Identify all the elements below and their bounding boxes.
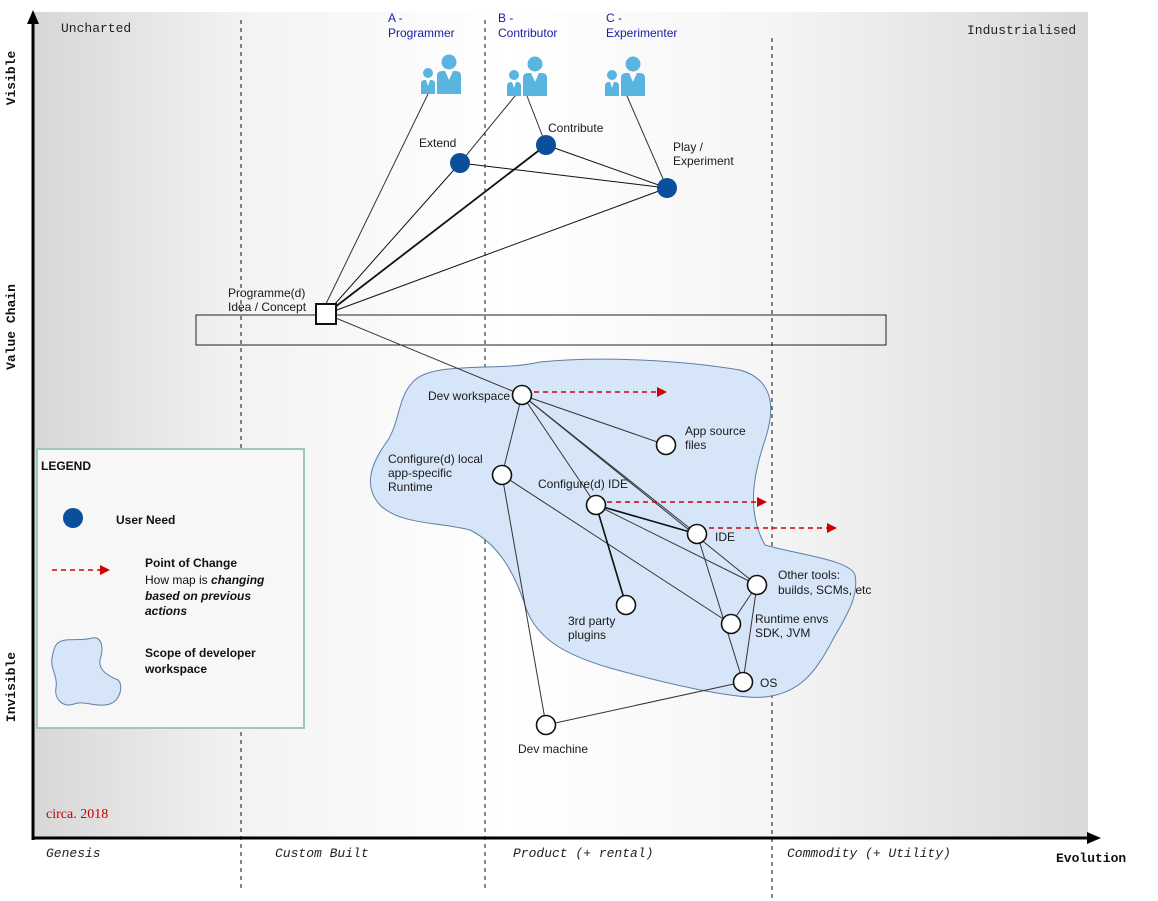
stage-custom-built: Custom Built [275,846,369,861]
concept-label-1: Programme(d) [228,286,305,300]
node-os[interactable] [732,671,754,693]
legend-title: LEGEND [41,459,91,473]
node-dev-workspace[interactable] [511,384,533,406]
node-plugins[interactable] [615,594,637,616]
node-runtime-envs[interactable] [720,613,742,635]
role-a-letter: A - [388,11,403,25]
label-other-tools-2: builds, SCMs, etc [778,583,871,597]
label-plugins-1: 3rd party [568,614,615,628]
legend-poc-line1: How map is changing [145,573,265,587]
label-runtime-envs-2: SDK, JVM [755,626,810,640]
node-other-tools[interactable] [746,574,768,596]
legend-scope-line2: workspace [144,662,207,676]
need-label-extend: Extend [419,136,456,150]
label-app-source-2: files [685,438,706,452]
legend-poc-line1-b: changing [211,573,265,587]
legend-need-icon [63,508,83,528]
y-axis-arrow [27,10,39,24]
legend-user-need: User Need [116,513,175,527]
role-b-letter: B - [498,11,513,25]
y-axis-label: Value Chain [4,284,19,370]
x-axis-arrow [1087,832,1101,844]
concept-label-2: Idea / Concept [228,300,307,314]
concept-band [195,314,887,346]
node-runtime[interactable] [491,464,513,486]
stage-commodity: Commodity (+ Utility) [787,846,951,861]
legend-poc-line1-a: How map is [145,573,211,587]
label-runtime-2: app-specific [388,466,452,480]
node-configured-ide[interactable] [585,494,607,516]
workspace-scope-blob [370,358,857,698]
y-top-label: Visible [4,50,19,105]
label-configured-ide: Configure(d) IDE [538,477,628,491]
legend-poc-line2: based on previous [145,589,251,603]
legend-scope-icon [51,637,122,706]
legend-poc-line3: actions [145,604,187,618]
label-app-source-1: App source [685,424,746,438]
need-node-contribute[interactable] [536,135,556,155]
x-axis-label: Evolution [1056,851,1126,866]
circa-label: circa. 2018 [46,807,108,822]
label-os: OS [760,676,777,690]
legend-scope-line1: Scope of developer [145,646,256,660]
need-label-contribute: Contribute [548,121,604,135]
label-dev-machine: Dev machine [518,742,588,756]
label-dev-workspace: Dev workspace [428,389,510,403]
role-c-name: Experimenter [606,26,677,40]
corner-industrialised: Industrialised [967,23,1076,38]
ide-plugins-link [595,504,627,606]
corner-uncharted: Uncharted [61,21,131,36]
label-plugins-2: plugins [568,628,606,642]
role-c-letter: C - [606,11,622,25]
concept-node[interactable] [315,303,337,325]
role-b-name: Contributor [498,26,557,40]
label-ide: IDE [715,530,735,544]
y-bottom-label: Invisible [4,652,19,722]
legend-poc-title: Point of Change [145,556,237,570]
need-links [325,144,668,315]
role-a-name: Programmer [388,26,455,40]
node-app-source[interactable] [655,434,677,456]
label-other-tools-1: Other tools: [778,568,840,582]
label-runtime-3: Runtime [388,480,433,494]
ide-config-link [595,504,698,535]
need-node-play[interactable] [657,178,677,198]
stage-product: Product (+ rental) [513,846,653,861]
node-dev-machine[interactable] [535,714,557,736]
need-label-experiment: Experiment [673,154,734,168]
label-runtime-envs-1: Runtime envs [755,612,828,626]
need-node-extend[interactable] [450,153,470,173]
need-label-play: Play / [673,140,704,154]
label-runtime-1: Configure(d) local [388,452,483,466]
stage-genesis: Genesis [46,846,101,861]
node-ide[interactable] [686,523,708,545]
